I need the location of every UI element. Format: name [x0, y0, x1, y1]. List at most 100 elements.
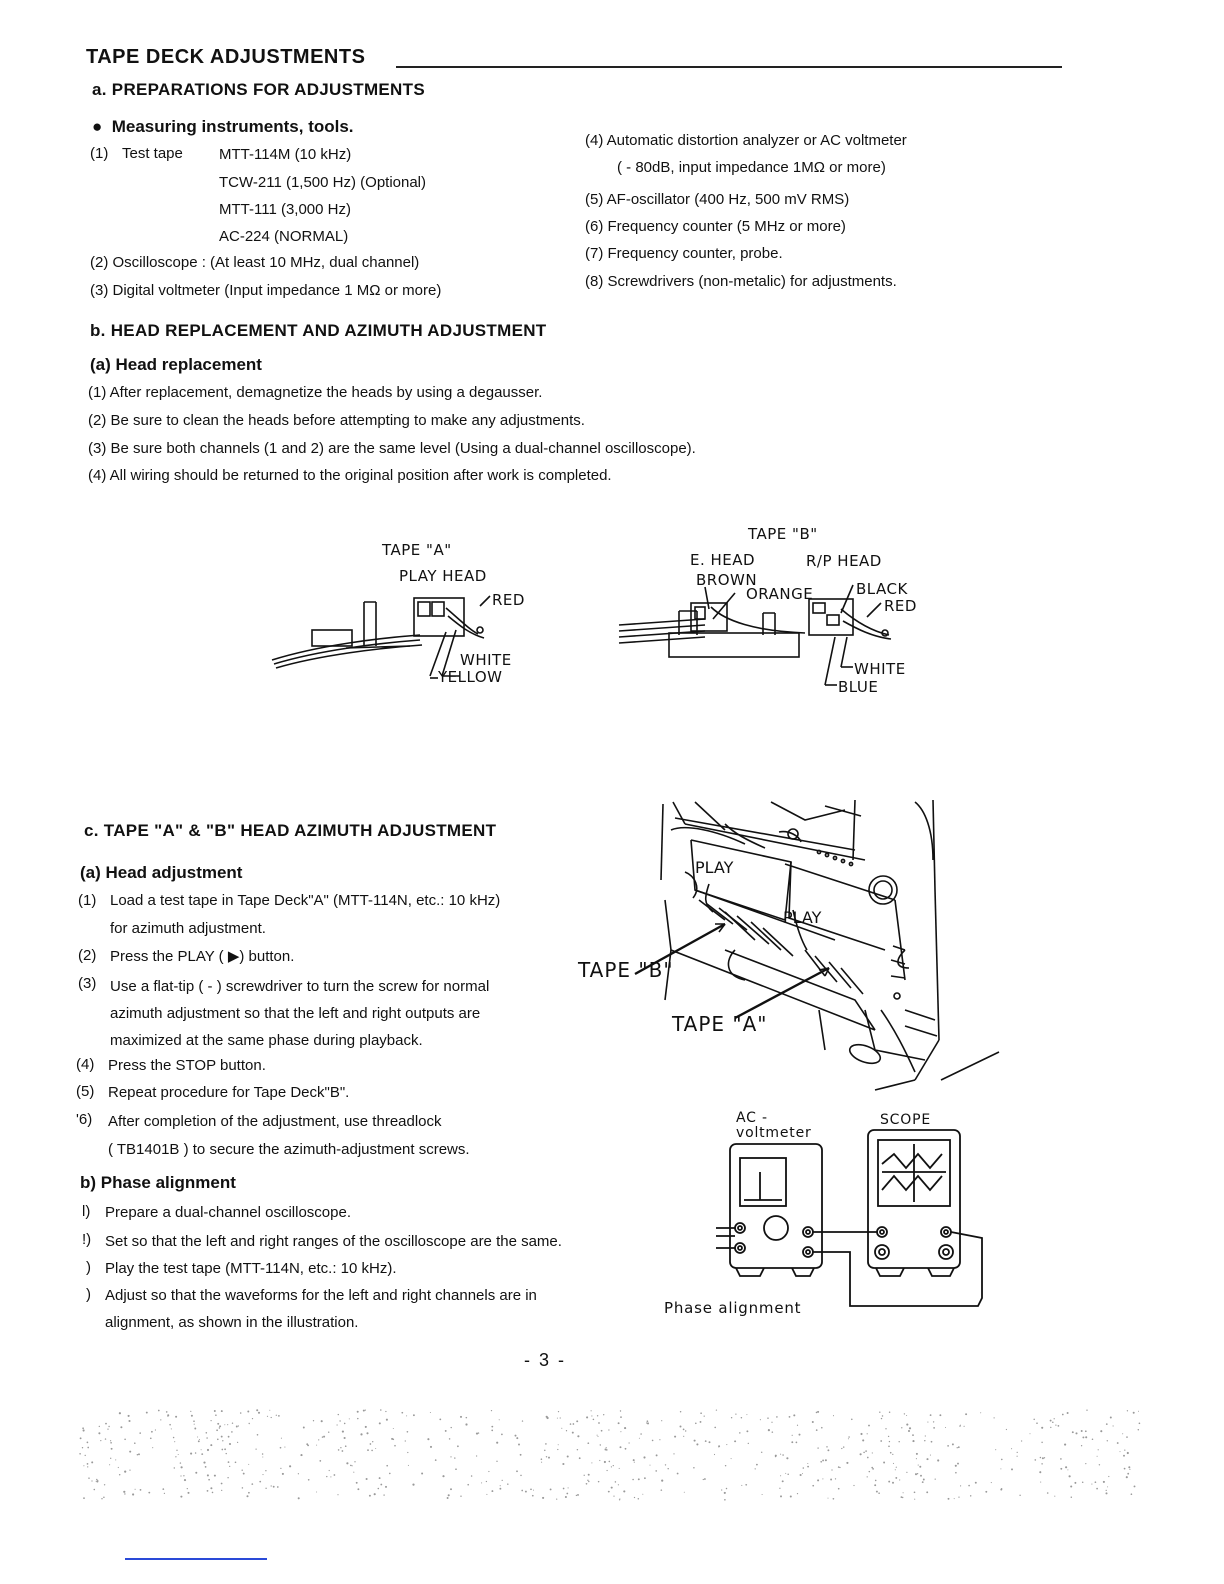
noise-dot [541, 1461, 543, 1463]
noise-dot [224, 1448, 226, 1451]
noise-dot [124, 1438, 126, 1441]
noise-dot [745, 1483, 748, 1486]
noise-dot [306, 1443, 309, 1446]
noise-dot [265, 1470, 267, 1472]
noise-dot [633, 1461, 635, 1463]
noise-dot [87, 1466, 89, 1468]
noise-dot [958, 1496, 960, 1498]
noise-dot [239, 1412, 242, 1414]
noise-dot [429, 1445, 433, 1448]
noise-dot [788, 1416, 791, 1418]
noise-dot [229, 1465, 231, 1468]
noise-dot [204, 1466, 207, 1468]
head-adjustment-subheading: (a) Head adjustment [80, 863, 243, 882]
noise-dot [177, 1453, 179, 1456]
noise-dot [874, 1479, 877, 1482]
noise-dot [333, 1474, 336, 1476]
noise-dot [354, 1461, 356, 1463]
noise-dot [606, 1469, 608, 1472]
noise-dot [807, 1462, 809, 1465]
noise-dot [378, 1422, 381, 1425]
noise-dot [531, 1494, 534, 1497]
noise-dot [577, 1435, 580, 1438]
noise-dot [643, 1456, 646, 1459]
noise-dot [224, 1424, 226, 1426]
noise-dot [559, 1417, 561, 1419]
noise-dot [599, 1459, 601, 1462]
noise-dot [383, 1494, 385, 1496]
noise-dot [781, 1480, 784, 1483]
noise-dot [724, 1464, 727, 1467]
noise-dot [679, 1425, 682, 1428]
noise-dot [427, 1438, 430, 1441]
noise-dot [297, 1497, 300, 1500]
noise-dot [824, 1459, 827, 1462]
noise-dot [914, 1473, 918, 1476]
noise-dot [1041, 1463, 1043, 1465]
noise-dot [280, 1467, 282, 1470]
item2: (2) Oscilloscope : (At least 10 MHz, dua… [90, 254, 420, 271]
noise-dot [888, 1445, 890, 1448]
noise-dot [364, 1409, 366, 1411]
noise-dot [930, 1440, 933, 1443]
noise-dot [903, 1413, 906, 1415]
noise-dot [412, 1414, 415, 1417]
phase-alignment-diagram [716, 1129, 983, 1307]
noise-dot [1105, 1423, 1108, 1425]
phase-alignment-subheading: b) Phase alignment [80, 1173, 236, 1192]
noise-dot [351, 1465, 353, 1467]
measuring-subheading: ● Measuring instruments, tools. [92, 117, 354, 137]
noise-dot [1105, 1492, 1108, 1495]
noise-dot [1070, 1496, 1073, 1499]
noise-dot [174, 1441, 176, 1443]
item1-num: (1) [90, 145, 109, 162]
noise-dot [407, 1451, 409, 1454]
fig-b-red-label: RED [884, 597, 917, 615]
noise-dot [1039, 1471, 1042, 1474]
noise-dot [180, 1466, 183, 1469]
noise-dot [496, 1441, 499, 1444]
noise-dot [1096, 1487, 1098, 1490]
noise-dot [477, 1432, 480, 1434]
noise-dot [912, 1434, 914, 1436]
noise-dot [1011, 1468, 1013, 1471]
noise-dot [774, 1454, 777, 1457]
c-a-item-num: (4) [76, 1056, 95, 1073]
noise-dot [695, 1422, 697, 1425]
noise-dot [256, 1434, 259, 1436]
fig-a-white-label: WHITE [460, 651, 512, 669]
noise-dot [617, 1422, 620, 1425]
noise-dot [194, 1452, 197, 1454]
noise-dot [640, 1433, 642, 1435]
noise-dot [210, 1444, 213, 1447]
noise-dot [754, 1468, 756, 1470]
noise-dot [827, 1497, 829, 1499]
noise-dot [637, 1497, 640, 1500]
noise-dot [868, 1470, 871, 1473]
noise-dot [280, 1437, 282, 1439]
noise-dot [596, 1415, 599, 1417]
noise-dot [108, 1425, 110, 1428]
noise-dot [1064, 1443, 1067, 1446]
noise-dot [888, 1440, 891, 1443]
noise-dot [888, 1480, 891, 1483]
noise-dot [661, 1420, 663, 1422]
noise-dot [175, 1415, 178, 1418]
noise-dot [693, 1439, 696, 1442]
c-a-item-text: Use a flat-tip ( - ) screwdriver to turn… [110, 978, 490, 995]
noise-dot [718, 1446, 720, 1448]
noise-dot [227, 1424, 229, 1426]
noise-dot [801, 1473, 804, 1475]
item7: (7) Frequency counter, probe. [585, 245, 783, 262]
c-a-item-text: maximized at the same phase during playb… [110, 1032, 423, 1049]
noise-dot [307, 1478, 310, 1481]
noise-dot [735, 1413, 737, 1415]
noise-dot [608, 1460, 611, 1463]
noise-dot [210, 1487, 213, 1490]
noise-dot [933, 1427, 935, 1429]
noise-dot [110, 1447, 113, 1450]
c-b-item-text: Set so that the left and right ranges of… [105, 1233, 562, 1250]
noise-dot [780, 1453, 782, 1455]
noise-dot [837, 1487, 840, 1490]
scan-noise [79, 1409, 1141, 1501]
